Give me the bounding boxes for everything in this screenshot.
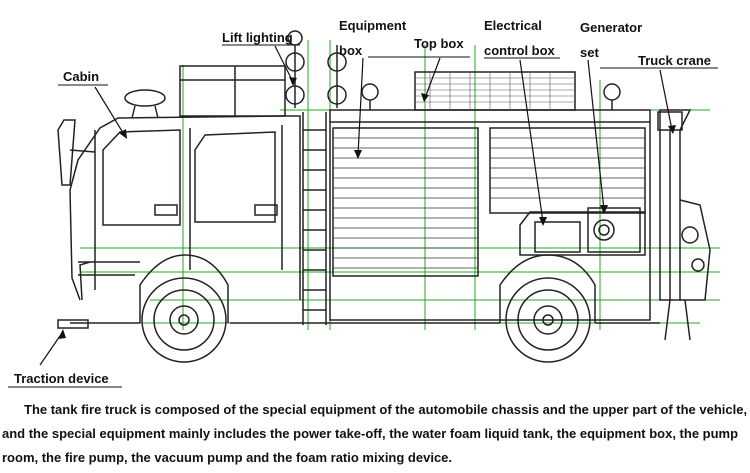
label-electrical-2: control box [484,43,556,58]
shutter-slats [333,137,645,269]
label-equipment-box-1: Equipment [339,18,407,33]
label-equipment-box-2: box [339,43,363,58]
roof-lights [285,30,621,110]
label-top-box: Top box [414,36,464,51]
rear-wheel [505,277,591,363]
label-generator-1: Generator [580,20,642,35]
label-lift-lighting: Lift lighting [222,30,293,45]
label-electrical-1: Electrical [484,18,542,33]
fire-truck-diagram: Lift lighting Equipment box Top box Elec… [8,18,720,388]
label-truck-crane: Truck crane [638,53,711,68]
top-box-texture [415,72,575,110]
description-caption: The tank fire truck is composed of the s… [2,402,748,465]
truck-body [57,65,711,341]
label-generator-2: set [580,45,599,60]
leader-lines [39,45,673,366]
guide-lines [70,40,720,330]
front-wheel [141,277,227,363]
label-traction-device: Traction device [14,371,109,386]
label-cabin: Cabin [63,69,99,84]
arrow-heads [58,77,676,339]
